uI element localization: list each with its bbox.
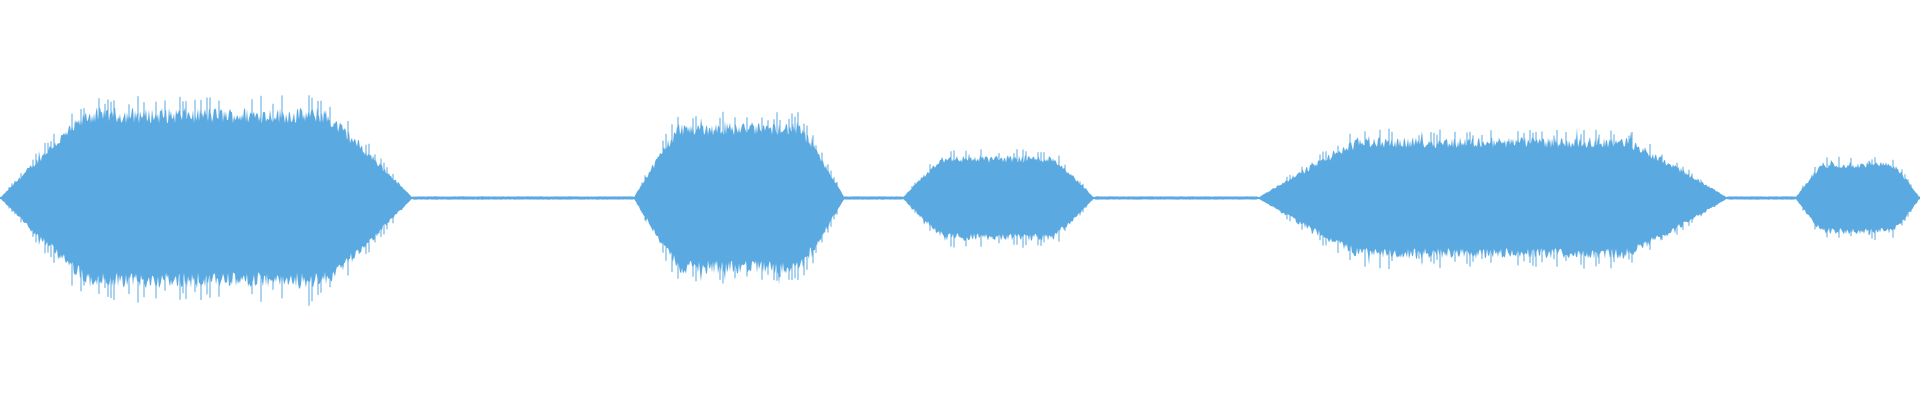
waveform-graphic — [0, 95, 1920, 306]
